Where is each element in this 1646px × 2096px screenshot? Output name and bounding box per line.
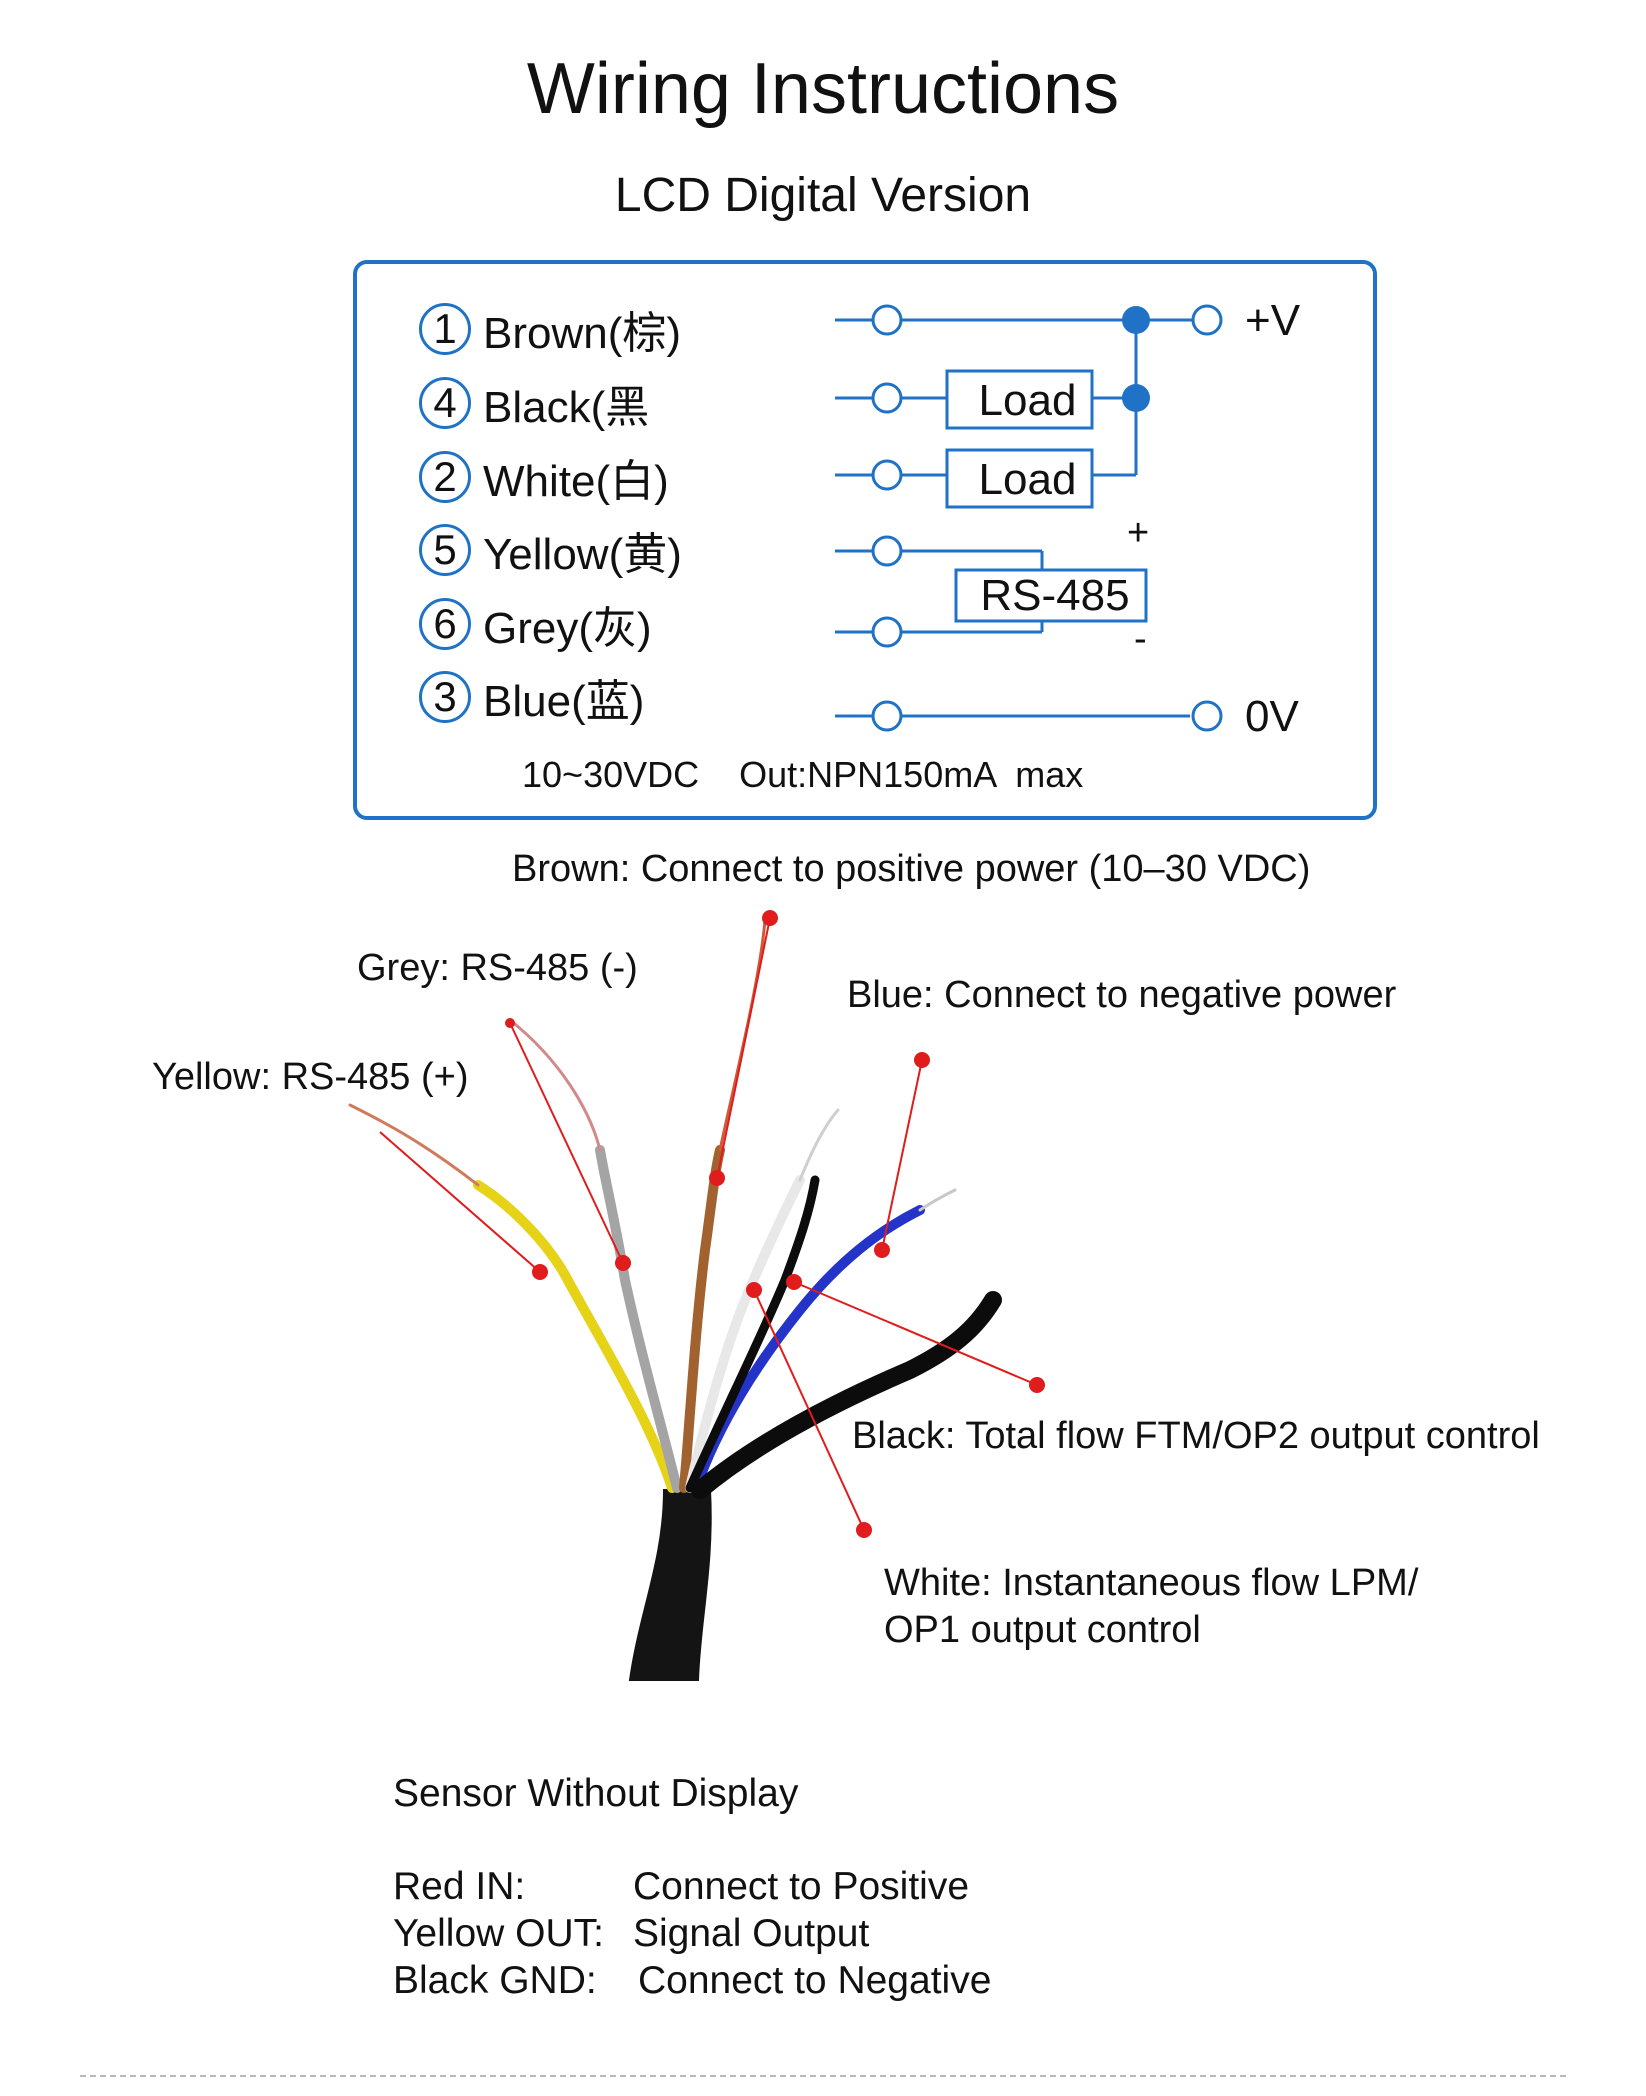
page-subtitle: LCD Digital Version [614, 169, 1032, 222]
pin-row-white: 2 White(白) [419, 447, 669, 507]
legend-row: Black GND: Connect to Negative [393, 1957, 991, 2004]
rs485-minus-label: - [1134, 618, 1147, 660]
load-label-2: Load [978, 455, 1077, 504]
pin-label: Blue(蓝) [483, 677, 645, 726]
leader-dot [914, 1052, 930, 1068]
white-wire-strand [798, 1108, 840, 1182]
pin-number-circle: 1 [419, 303, 471, 355]
callout-white-line1: White: Instantaneous flow LPM/ [884, 1562, 1419, 1604]
terminal-circle [871, 304, 903, 336]
load-box-1 [945, 369, 1094, 430]
schematic-lines [835, 304, 1223, 732]
pin-number-circle: 3 [419, 671, 471, 723]
sensor-legend: Sensor Without Display Red IN: Connect t… [393, 1770, 991, 2004]
callout-yellow: Yellow: RS-485 (+) [152, 1056, 469, 1098]
cable-jacket [628, 1489, 712, 1681]
legend-row: Red IN: Connect to Positive [393, 1863, 991, 1910]
legend-row: Yellow OUT: Signal Output [393, 1910, 991, 1957]
legend-value: Connect to Positive [633, 1865, 970, 1908]
leader-lines [379, 917, 1038, 1531]
legend-value: Connect to Negative [638, 1959, 992, 2002]
callout-white-line2: OP1 output control [884, 1609, 1201, 1651]
leader-dot [746, 1282, 762, 1298]
leader-dot [615, 1255, 631, 1271]
legend-key: Red IN: [393, 1865, 526, 1908]
legend-key: Black GND: [393, 1959, 597, 2002]
wiring-diagram-box: 1 Brown(棕) 4 Black(黑 2 White(白) 5 Yellow… [353, 260, 1377, 820]
leader-dot [505, 1018, 515, 1028]
pin-number-circle: 5 [419, 524, 471, 576]
terminal-circle [1191, 304, 1223, 336]
yellow-wire [473, 1180, 677, 1493]
callout-brown: Brown: Connect to positive power (10–30 … [512, 848, 1311, 890]
terminal-circle [871, 382, 903, 414]
pin-number-circle: 6 [419, 598, 471, 650]
terminal-circle [871, 535, 903, 567]
bottom-divider [80, 2075, 1566, 2077]
leader-dot [709, 1170, 725, 1186]
pin-number-circle: 4 [419, 377, 471, 429]
pin-label: Grey(灰) [483, 604, 652, 653]
junction-dot [1122, 306, 1150, 334]
terminal-circle [871, 459, 903, 491]
pin-label: Black(黑 [483, 383, 650, 432]
junction-dot [1122, 384, 1150, 412]
load-box-2 [945, 448, 1094, 509]
positive-rail-label: +V [1245, 296, 1301, 345]
brown-wire-strand [718, 918, 767, 1152]
pin-label: Brown(棕) [483, 309, 682, 358]
terminal-circle [871, 616, 903, 648]
grey-wire [595, 1145, 682, 1493]
legend-value: Signal Output [633, 1912, 870, 1955]
load-label-1: Load [978, 376, 1077, 425]
leader-dot [532, 1264, 548, 1280]
rs485-plus-label: + [1127, 512, 1150, 554]
terminal-circle [1191, 700, 1223, 732]
callout-blue: Blue: Connect to negative power [847, 974, 1397, 1016]
black-thin-wire [685, 1175, 820, 1493]
pin-label: White(白) [483, 457, 669, 506]
pin-row-blue: 3 Blue(蓝) [419, 667, 644, 727]
yellow-wire-strand [348, 1103, 480, 1187]
pin-row-yellow: 5 Yellow(黄) [419, 520, 682, 580]
pin-row-black: 4 Black(黑 [419, 373, 649, 433]
leader-dot [786, 1274, 802, 1290]
callout-grey: Grey: RS-485 (-) [357, 947, 638, 989]
spec-line: 10~30VDC Out:NPN150mA max [522, 754, 1084, 795]
leader-dot [856, 1522, 872, 1538]
pin-row-brown: 1 Brown(棕) [419, 299, 681, 359]
terminal-circle [871, 700, 903, 732]
cable-illustration [348, 910, 1045, 1681]
pin-number-circle: 2 [419, 451, 471, 503]
legend-title: Sensor Without Display [393, 1772, 799, 1815]
pin-label: Yellow(黄) [483, 530, 682, 579]
legend-key: Yellow OUT: [393, 1912, 604, 1955]
rs485-box [954, 568, 1148, 623]
grey-wire-strand [508, 1018, 602, 1152]
callout-black: Black: Total flow FTM/OP2 output control [852, 1415, 1540, 1457]
white-wire [685, 1175, 805, 1493]
pin-row-grey: 6 Grey(灰) [419, 594, 652, 654]
rs485-label: RS-485 [980, 571, 1130, 620]
leader-dot [1029, 1377, 1045, 1393]
blue-wire-strand [918, 1188, 957, 1212]
zero-volt-rail-label: 0V [1245, 692, 1299, 741]
black-thick-wire [691, 1291, 1002, 1499]
leader-dot [762, 910, 778, 926]
leader-dot [874, 1242, 890, 1258]
page-title: Wiring Instructions [526, 49, 1120, 129]
